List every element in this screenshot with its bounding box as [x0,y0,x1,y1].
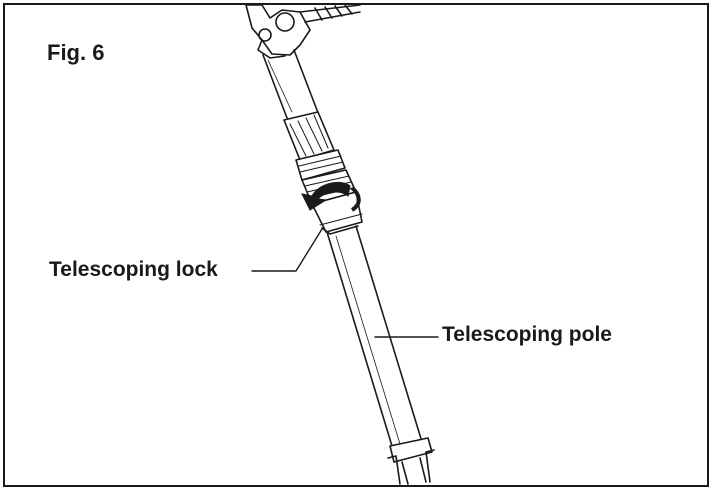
curved-arrow-icon [301,181,361,212]
telescoping-lock-label: Telescoping lock [49,258,218,281]
figure-title: Fig. 6 [47,40,105,65]
telescoping-pole-label: Telescoping pole [442,323,612,346]
bottom-clamp [387,437,435,485]
lower-pole [326,225,423,447]
telescoping-lock-ring [311,191,363,235]
tool-head [245,4,361,59]
figure-frame [3,3,709,487]
lock-leader-line [251,228,323,272]
upper-pole [262,49,321,119]
